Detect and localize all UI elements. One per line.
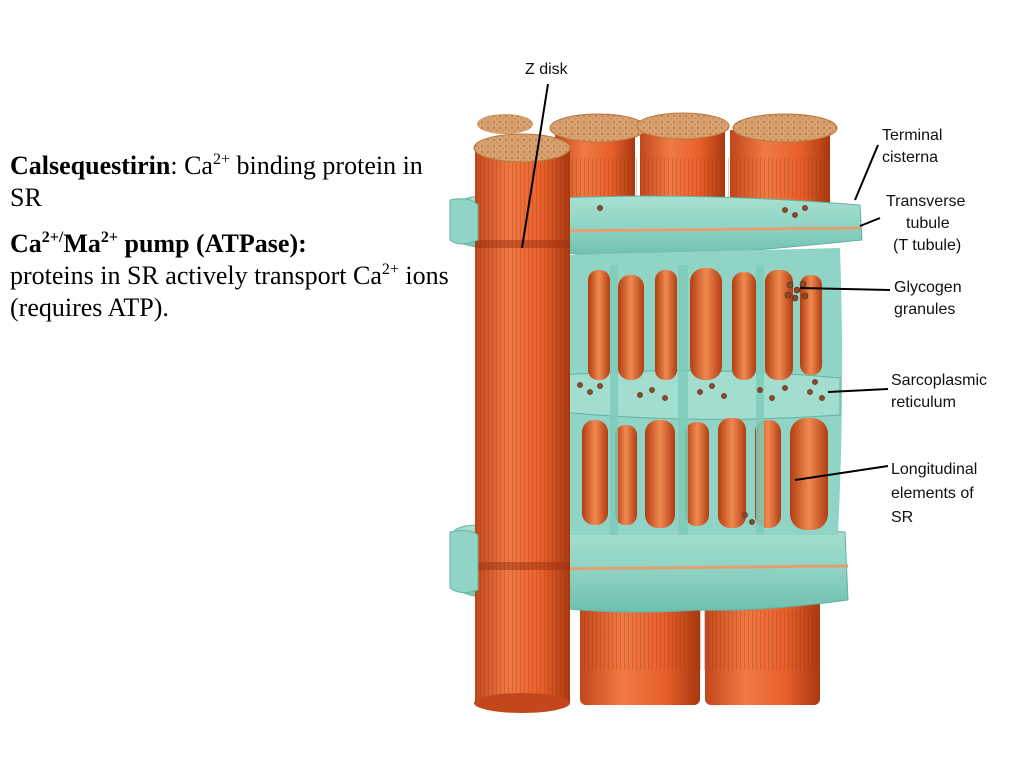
- label-transverse-3: (T tubule): [893, 237, 961, 254]
- calsequestrin-term: Calsequestirin: [10, 151, 171, 180]
- label-sarco-2: reticulum: [891, 394, 956, 411]
- label-terminal-2: cisterna: [882, 149, 938, 166]
- calsequestrin-def-b: binding protein in SR: [10, 151, 423, 212]
- pump-desc-a: proteins in SR actively transport Ca: [10, 261, 382, 290]
- calsequestrin-sup: 2+: [212, 151, 230, 168]
- leader-lines: [521, 83, 891, 481]
- pump-heading: Ca2+/Ma2+ pump (ATPase):: [10, 229, 307, 258]
- label-transverse-2: tubule: [906, 215, 950, 232]
- label-long-1: Longitudinal: [891, 461, 977, 478]
- myofibril-bundle: [477, 112, 838, 705]
- calsequestrin-def-a: : Ca: [170, 151, 213, 180]
- pump-paragraph: Ca2+/Ma2+ pump (ATPase):proteins in SR a…: [10, 228, 460, 324]
- pump-c: pump (ATPase):: [118, 229, 307, 258]
- label-glycogen-2: granules: [894, 301, 955, 318]
- longitudinal-myofibrils: [582, 265, 828, 535]
- pump-a: Ca: [10, 229, 42, 258]
- label-glycogen-1: Glycogen: [894, 279, 962, 296]
- calsequestrin-paragraph: Calsequestirin: Ca2+ binding protein in …: [10, 150, 460, 214]
- label-z-disk: Z disk: [525, 61, 569, 78]
- pump-b: Ma: [63, 229, 101, 258]
- label-long-3: SR: [891, 509, 913, 526]
- label-transverse-1: Transverse: [886, 193, 966, 210]
- label-sarco-1: Sarcoplasmic: [891, 372, 987, 389]
- label-long-2: elements of: [891, 485, 974, 502]
- pump-sup1: 2+/: [41, 229, 64, 246]
- diagram-labels: Z disk Terminal cisterna Transverse tubu…: [525, 61, 987, 526]
- glycogen-granules: [577, 205, 825, 525]
- slide-text: Calsequestirin: Ca2+ binding protein in …: [10, 150, 460, 338]
- pump-desc-b: ions (requires ATP).: [10, 261, 449, 322]
- pump-desc-sup: 2+: [381, 261, 399, 278]
- front-myofibril: [449, 133, 571, 713]
- label-terminal-1: Terminal: [882, 127, 942, 144]
- pump-sup2: 2+: [100, 229, 119, 246]
